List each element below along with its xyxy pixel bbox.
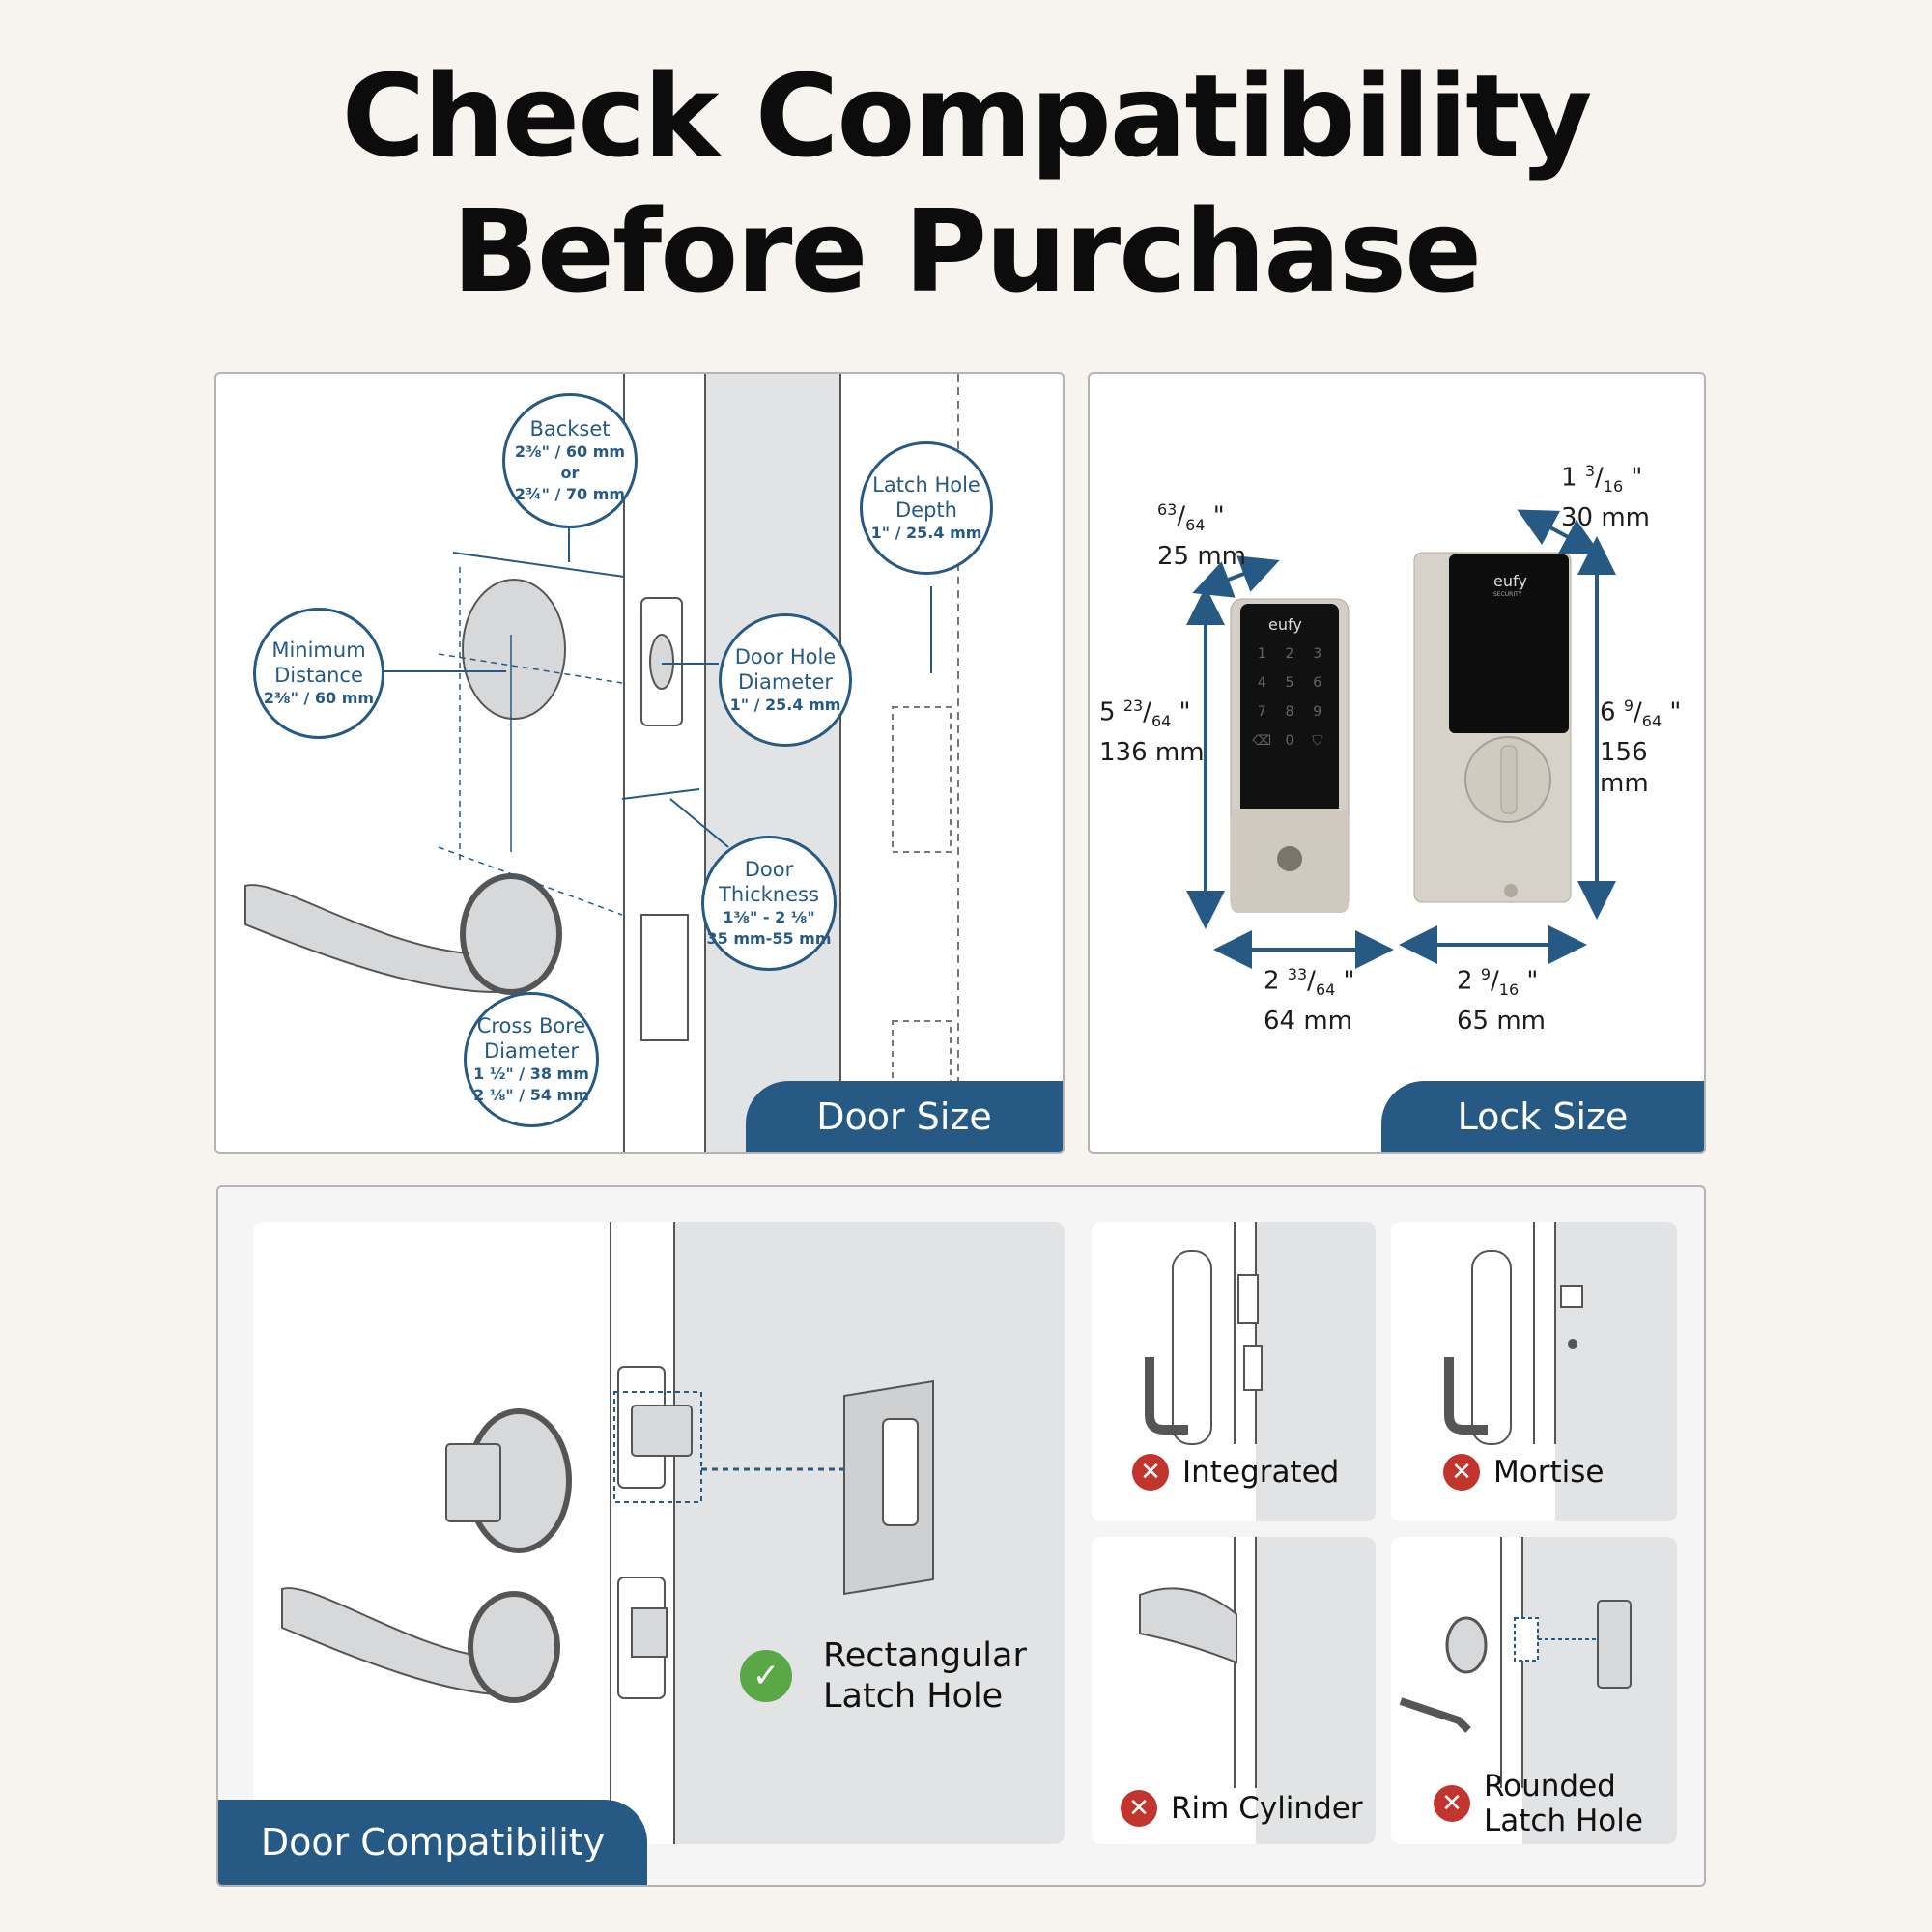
interior-brand-sub: SECURITY (1493, 591, 1522, 598)
incompatible-card-rounded-latch-hole: ✕ Rounded Latch Hole (1391, 1537, 1677, 1844)
rim-cylinder-label: ✕ Rim Cylinder (1121, 1790, 1363, 1827)
minimum-distance-callout: Minimum Distance 2⅜" / 60 mm (253, 608, 384, 739)
incompatible-card-mortise: ✕ Mortise (1391, 1222, 1677, 1521)
x-icon: ✕ (1434, 1785, 1470, 1822)
keypad-depth-dim: 63/64 " 25 mm (1157, 500, 1247, 571)
keypad-width-dim: 2 33/64 " 64 mm (1264, 965, 1355, 1036)
key-6: 6 (1313, 675, 1322, 691)
interior-width-dim: 2 9/16 " 65 mm (1457, 965, 1547, 1036)
incompatible-card-rim-cylinder: ✕ Rim Cylinder (1092, 1537, 1376, 1844)
x-icon: ✕ (1443, 1454, 1480, 1491)
integrated-label: ✕ Integrated (1132, 1454, 1339, 1491)
compatible-door-diagram (281, 1222, 934, 1844)
backset-callout: Backset 2⅜" / 60 mm or 2¾" / 70 mm (502, 393, 638, 528)
door-size-panel: Backset 2⅜" / 60 mm or 2¾" / 70 mm Minim… (214, 372, 1065, 1154)
interior-height-dim: 6 9/64 " 156 mm (1600, 696, 1682, 798)
keypad-grid: 1 2 3 4 5 6 7 8 9 ⌫ 0 ⛉ (1248, 646, 1331, 749)
incompatible-card-integrated: ✕ Integrated (1092, 1222, 1376, 1521)
check-icon: ✓ (740, 1650, 792, 1702)
key-9: 9 (1313, 704, 1322, 720)
key-5: 5 (1285, 675, 1294, 691)
x-icon: ✕ (1132, 1454, 1169, 1491)
door-compatibility-panel: ✓ Rectangular Latch Hole ✕ Integrated (216, 1185, 1706, 1887)
door-size-tab: Door Size (746, 1081, 1063, 1152)
x-icon: ✕ (1121, 1790, 1157, 1827)
mortise-lock-diagram (1444, 1222, 1583, 1445)
latch-hole-depth-callout: Latch Hole Depth 1" / 25.4 mm (860, 441, 993, 575)
compatible-label-line2: Latch Hole (823, 1677, 1004, 1716)
lock-product-images (1186, 509, 1616, 969)
interior-depth-dim: 1 3/16 " 30 mm (1561, 462, 1651, 532)
interior-brand-logo: eufy (1493, 572, 1527, 590)
title-line-2: Before Purchase (451, 185, 1482, 318)
lock-size-tab: Lock Size (1381, 1081, 1704, 1152)
cross-bore-diameter-callout: Cross Bore Diameter 1 ½" / 38 mm 2 ⅛" / … (464, 992, 599, 1127)
key-0: 0 (1285, 733, 1294, 749)
title-line-1: Check Compatibility (341, 49, 1593, 183)
key-2: 2 (1285, 646, 1294, 662)
door-thickness-callout: Door Thickness 1⅜" - 2 ⅛" 35 mm-55 mm (701, 836, 837, 971)
keypad-brand-logo: eufy (1268, 615, 1302, 634)
keypad-height-dim: 5 23/64 " 136 mm (1099, 696, 1205, 767)
compatible-door-card: ✓ Rectangular Latch Hole (253, 1222, 1065, 1844)
compatible-label: ✓ Rectangular Latch Hole (740, 1635, 1027, 1717)
rounded-latch-diagram (1399, 1537, 1632, 1788)
mortise-label: ✕ Mortise (1443, 1454, 1604, 1491)
key-7: 7 (1257, 704, 1266, 720)
key-8: 8 (1285, 704, 1294, 720)
key-4: 4 (1257, 675, 1266, 691)
rim-cylinder-diagram (1139, 1537, 1257, 1788)
integrated-lock-diagram (1145, 1222, 1263, 1445)
key-3: 3 (1313, 646, 1322, 662)
backspace-key-icon: ⌫ (1252, 733, 1272, 749)
lock-size-panel: eufy eufy SECURITY 1 2 3 4 5 6 7 8 9 ⌫ 0… (1088, 372, 1706, 1154)
door-hole-diameter-callout: Door Hole Diameter 1" / 25.4 mm (719, 613, 852, 747)
page-title: Check Compatibility Before Purchase (0, 48, 1932, 319)
shield-key-icon: ⛉ (1312, 733, 1322, 749)
door-compatibility-tab: Door Compatibility (218, 1800, 647, 1885)
rounded-latch-hole-label: ✕ Rounded Latch Hole (1434, 1769, 1643, 1838)
compatible-label-line1: Rectangular (823, 1636, 1027, 1675)
door-diagram (244, 374, 959, 1152)
key-1: 1 (1257, 646, 1266, 662)
